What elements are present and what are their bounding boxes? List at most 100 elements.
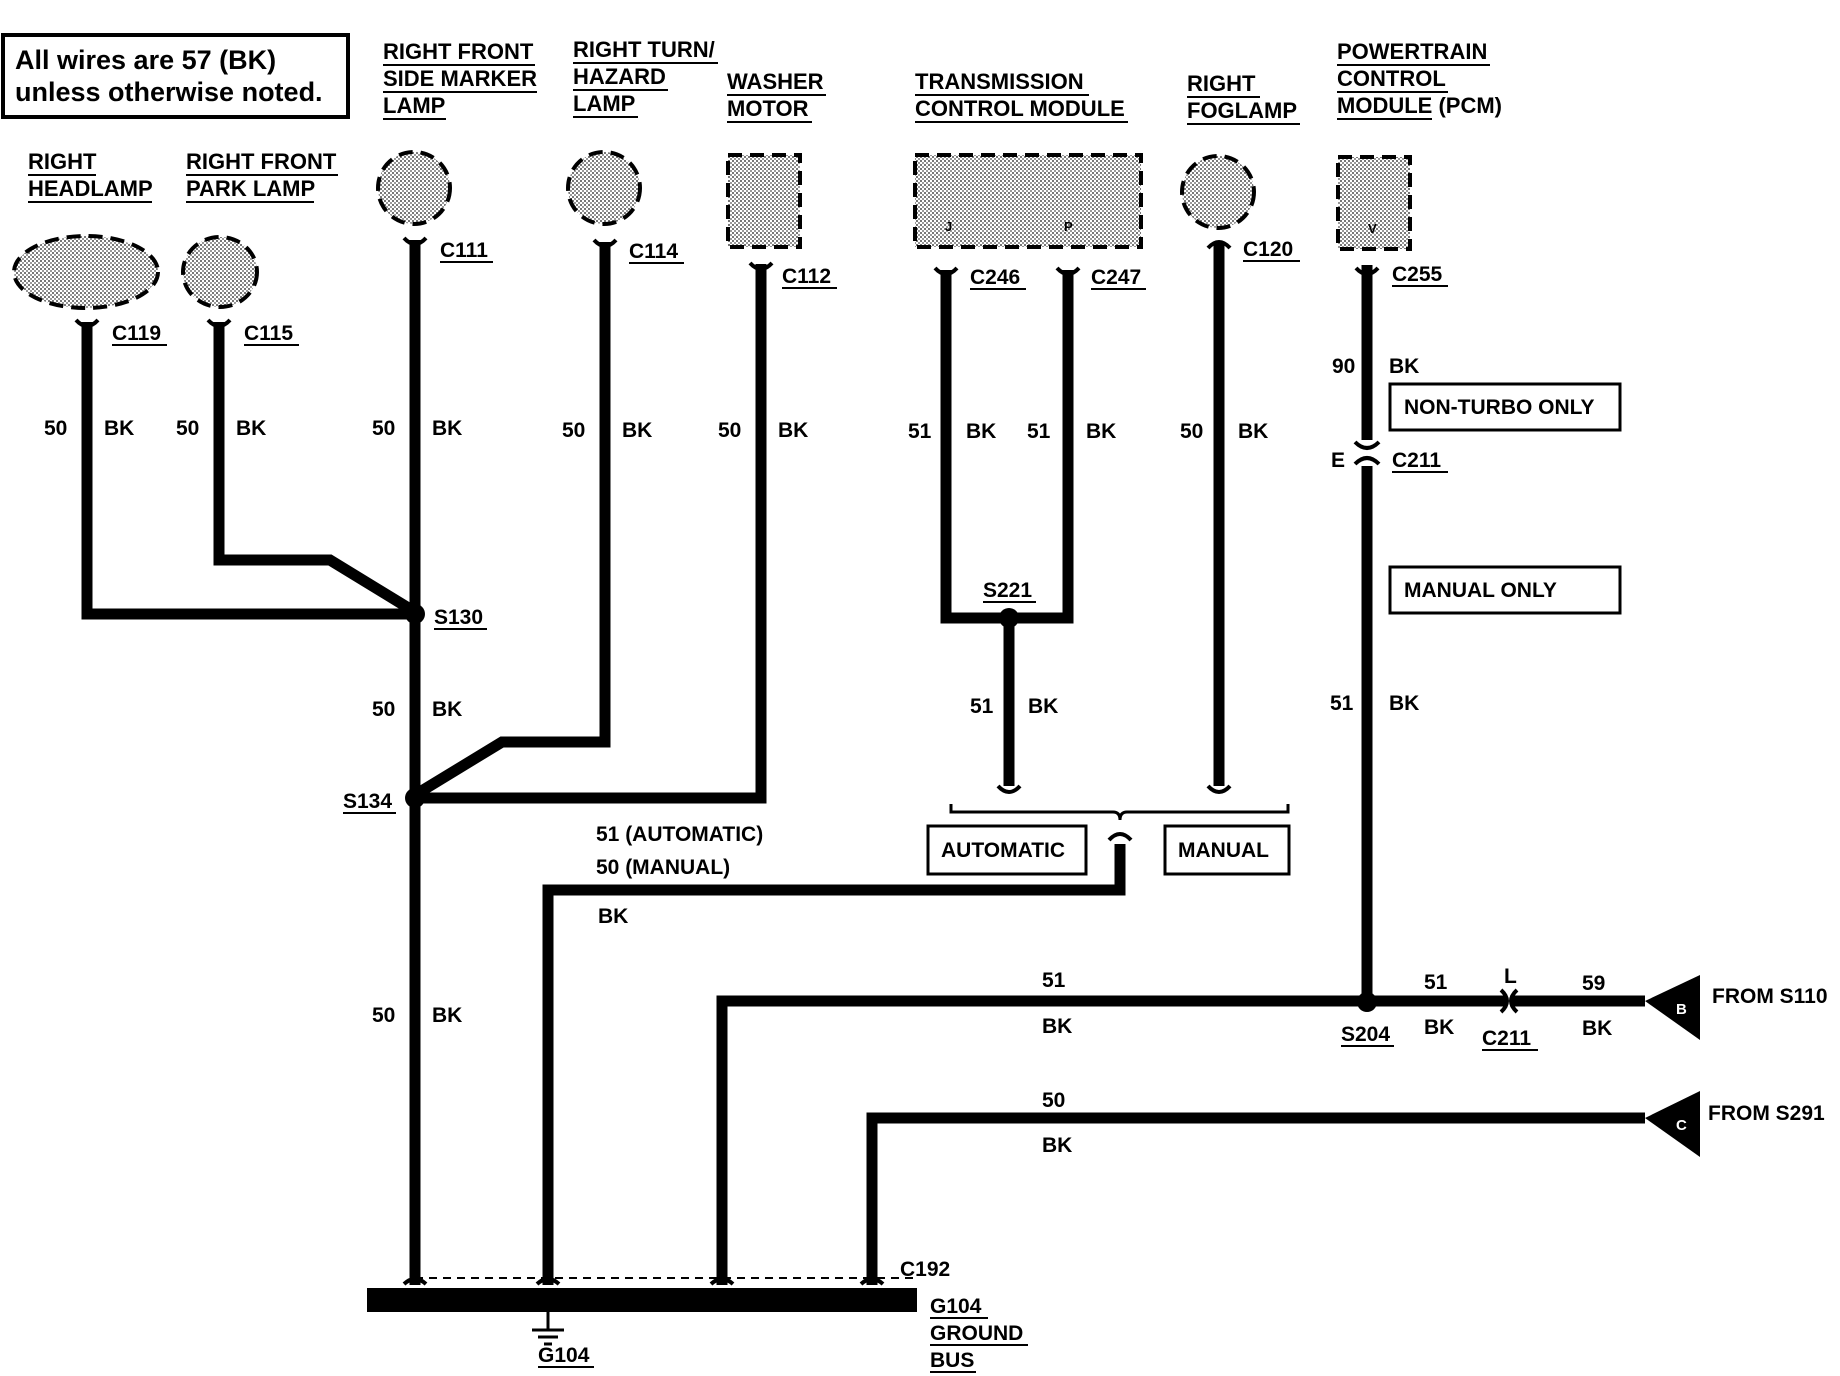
svg-text:MODULE (PCM): MODULE (PCM) (1337, 93, 1502, 118)
connector-c111: C111 (440, 239, 488, 262)
svg-text:RIGHT FRONT: RIGHT FRONT (186, 149, 337, 174)
svg-text:GROUND: GROUND (930, 1322, 1023, 1345)
note-non-turbo-only: NON-TURBO ONLY (1388, 382, 1622, 432)
right-foglamp (1180, 154, 1256, 230)
label-washer-motor: WASHER MOTOR (727, 69, 826, 123)
svg-text:RIGHT: RIGHT (1187, 71, 1256, 96)
g104-label: G104 (538, 1344, 590, 1367)
svg-text:BK: BK (1028, 695, 1058, 718)
svg-text:51: 51 (1027, 420, 1051, 443)
svg-text:50: 50 (372, 1004, 395, 1027)
svg-text:50 (MANUAL): 50 (MANUAL) (596, 856, 730, 879)
ground-bus-bar (367, 1288, 917, 1312)
svg-text:LAMP: LAMP (573, 91, 635, 116)
right-turn-hazard-lamp (566, 150, 642, 226)
note-line-2: unless otherwise noted. (15, 77, 323, 107)
washer-motor (726, 153, 802, 249)
svg-text:BK: BK (966, 420, 996, 443)
svg-text:B: B (1676, 1001, 1687, 1018)
svg-text:BK: BK (1389, 692, 1419, 715)
svg-text:G104: G104 (930, 1295, 982, 1318)
svg-text:MANUAL ONLY: MANUAL ONLY (1404, 579, 1557, 602)
svg-text:FROM S110: FROM S110 (1712, 985, 1828, 1008)
svg-text:BUS: BUS (930, 1349, 974, 1372)
ground-icon (532, 1312, 564, 1346)
svg-text:CONTROL MODULE: CONTROL MODULE (915, 96, 1125, 121)
connector-c119: C119 (112, 322, 161, 345)
svg-text:S221: S221 (983, 579, 1032, 602)
tcm-pin-j: J (945, 219, 952, 234)
svg-text:51: 51 (1042, 969, 1066, 992)
label-pcm: POWERTRAIN CONTROL MODULE (PCM) (1337, 39, 1502, 120)
wire-option (542, 844, 1126, 1285)
connector-c112: C112 (782, 265, 831, 288)
svg-text:BK: BK (1238, 420, 1268, 443)
label-right-front-park-lamp: RIGHT FRONT PARK LAMP (186, 149, 338, 203)
wire-washer (415, 264, 767, 804)
svg-text:CONTROL: CONTROL (1337, 66, 1446, 91)
svg-text:RIGHT: RIGHT (28, 149, 97, 174)
svg-text:50: 50 (718, 419, 741, 442)
svg-text:MOTOR: MOTOR (727, 96, 809, 121)
svg-text:50: 50 (44, 417, 67, 440)
svg-text:S204: S204 (1341, 1023, 1390, 1046)
wire-s204 (716, 995, 1505, 1285)
svg-text:59: 59 (1582, 972, 1605, 995)
connector-c211-lower: C211 (1482, 1027, 1531, 1050)
label-right-turn-hazard-lamp: RIGHT TURN/ HAZARD LAMP (573, 37, 718, 118)
transmission-control-module: J P (913, 153, 1143, 249)
label-right-headlamp: RIGHT HEADLAMP (28, 149, 153, 203)
connector-c120: C120 (1243, 238, 1293, 261)
option-brace (949, 804, 1290, 821)
svg-text:FROM S291: FROM S291 (1708, 1102, 1825, 1125)
right-front-park-lamp (181, 235, 259, 309)
svg-text:50: 50 (176, 417, 199, 440)
svg-text:BK: BK (622, 419, 652, 442)
connector-c211-pin-e: E (1331, 449, 1345, 472)
svg-text:RIGHT FRONT: RIGHT FRONT (383, 39, 534, 64)
svg-text:BK: BK (1042, 1134, 1072, 1157)
svg-text:BK: BK (432, 698, 462, 721)
svg-text:RIGHT TURN/: RIGHT TURN/ (573, 37, 715, 62)
svg-text:HAZARD: HAZARD (573, 64, 666, 89)
ground-labels: G104 G104 GROUND BUS (538, 1295, 1028, 1373)
svg-text:MANUAL: MANUAL (1178, 839, 1269, 862)
label-right-foglamp: RIGHT FOGLAMP (1187, 71, 1300, 125)
svg-text:BK: BK (1582, 1017, 1612, 1040)
svg-text:90: 90 (1332, 355, 1355, 378)
svg-text:50: 50 (1180, 420, 1203, 443)
svg-text:50: 50 (372, 698, 395, 721)
splice-s221: S221 (983, 579, 1036, 628)
svg-text:LAMP: LAMP (383, 93, 445, 118)
connector-c211-upper: C211 (1392, 449, 1441, 472)
svg-text:BK: BK (1389, 355, 1419, 378)
wires (81, 240, 1645, 1346)
svg-text:50: 50 (1042, 1089, 1065, 1112)
pcm-pin-v: V (1368, 221, 1377, 236)
svg-text:51 (AUTOMATIC): 51 (AUTOMATIC) (596, 823, 763, 846)
connector-labels: C119 C115 C111 C114 C112 C246 C247 C120 … (112, 238, 1538, 1281)
splice-s204: S204 (1341, 992, 1394, 1047)
svg-text:50: 50 (372, 417, 395, 440)
svg-text:AUTOMATIC: AUTOMATIC (941, 839, 1065, 862)
connector-c192: C192 (900, 1258, 950, 1281)
svg-text:51: 51 (1330, 692, 1354, 715)
wire-from-s291 (866, 1112, 1645, 1285)
svg-text:SIDE MARKER: SIDE MARKER (383, 66, 537, 91)
wire-labels: 50 BK 50 BK 50 BK 50 BK 50 BK 51 BK 51 B… (44, 355, 1612, 1157)
powertrain-control-module: V (1336, 155, 1412, 251)
svg-text:BK: BK (236, 417, 266, 440)
svg-text:HEADLAMP: HEADLAMP (28, 176, 153, 201)
wire-headlamp (81, 322, 415, 620)
connector-c247: C247 (1091, 266, 1141, 289)
svg-text:S134: S134 (343, 790, 392, 813)
svg-text:NON-TURBO ONLY: NON-TURBO ONLY (1404, 396, 1595, 419)
label-right-front-side-marker-lamp: RIGHT FRONT SIDE MARKER LAMP (383, 39, 537, 120)
option-automatic: AUTOMATIC (926, 824, 1088, 876)
label-transmission-control-module: TRANSMISSION CONTROL MODULE (915, 69, 1128, 123)
connector-c255: C255 (1392, 263, 1443, 286)
option-manual: MANUAL (1163, 824, 1291, 876)
wire-park-lamp (213, 322, 418, 617)
svg-text:WASHER: WASHER (727, 69, 824, 94)
